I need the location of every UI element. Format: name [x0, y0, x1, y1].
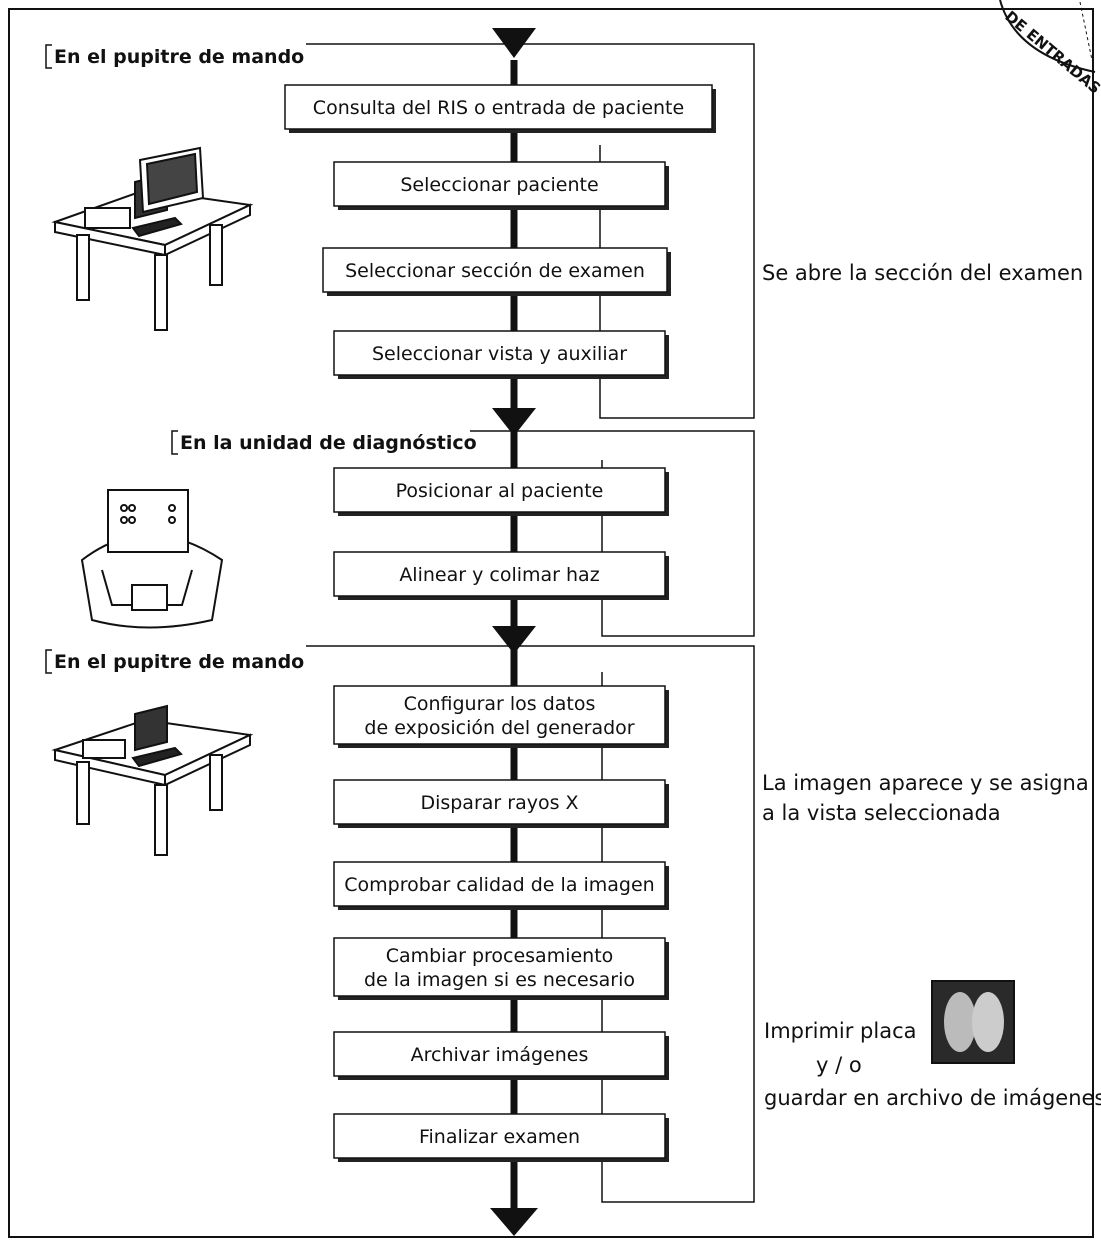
- step-box-frame: [333, 161, 666, 207]
- step-box-frame: [322, 247, 668, 293]
- step-label: Comprobar calidad de la imagen: [344, 874, 654, 896]
- step-box-frame: [333, 330, 666, 376]
- section-label-2: En la unidad de diagnóstico: [171, 430, 477, 455]
- note-print-plate: Imprimir placa: [764, 1019, 917, 1043]
- control-desk-icon: [51, 146, 254, 331]
- step-label: Seleccionar sección de examen: [345, 260, 645, 282]
- step-box-frame: [333, 779, 666, 825]
- step-box-frame: [333, 551, 666, 597]
- control-desk-icon: [51, 704, 254, 856]
- stamp-text: DE ENTRADAS: [1001, 7, 1101, 97]
- step-label: Posicionar al paciente: [396, 480, 604, 502]
- step-box-frame: [333, 861, 666, 907]
- section-frame-1: [306, 43, 755, 419]
- step-box: Comprobar calidad de la imagen: [333, 861, 669, 910]
- step-box: Seleccionar paciente: [333, 161, 669, 210]
- step-box: Seleccionar vista y auxiliar: [333, 330, 669, 379]
- step-label: Finalizar examen: [419, 1126, 580, 1148]
- step-box-frame: [333, 1031, 666, 1077]
- step-box: Finalizar examen: [333, 1113, 669, 1162]
- note-image-appears-2: a la vista seleccionada: [762, 801, 1001, 825]
- step-box-frame: [333, 685, 666, 745]
- step-box: Seleccionar sección de examen: [322, 247, 671, 296]
- step-box: Archivar imágenes: [333, 1031, 669, 1080]
- step-label: Cambiar procesamiento: [386, 945, 614, 967]
- arrow-down-icon: [492, 28, 536, 58]
- diagnostic-unit-icon: [80, 489, 224, 629]
- step-label: Alinear y colimar haz: [399, 564, 599, 586]
- section-frame-3: [306, 645, 755, 1203]
- step-box: Posicionar al paciente: [333, 467, 669, 516]
- stamp: DE ENTRADAS: [999, 0, 1101, 98]
- note-image-appears-1: La imagen aparece y se asigna: [762, 771, 1089, 795]
- step-label: Configurar los datos: [404, 693, 596, 715]
- steps-layer: Consulta del RIS o entrada de pacienteSe…: [284, 84, 716, 1162]
- step-box: Disparar rayos X: [333, 779, 669, 828]
- step-label: de la imagen si es necesario: [364, 969, 635, 991]
- step-box: Consulta del RIS o entrada de paciente: [284, 84, 716, 133]
- step-box-frame: [333, 467, 666, 513]
- step-label: Consulta del RIS o entrada de paciente: [313, 97, 684, 119]
- step-box-frame: [284, 84, 713, 130]
- step-label: de exposición del generador: [364, 717, 634, 739]
- outer-frame: [8, 8, 1094, 1238]
- section-label-text: En el pupitre de mando: [54, 651, 304, 673]
- section-label-text: En la unidad de diagnóstico: [180, 432, 477, 454]
- xray-film-icon: [931, 980, 1015, 1064]
- step-label: Seleccionar vista y auxiliar: [372, 343, 627, 365]
- note-and-or: y / o: [816, 1053, 862, 1077]
- arrow-down-icon: [492, 626, 536, 654]
- section-label-1: En el pupitre de mando: [45, 44, 304, 69]
- step-label: Archivar imágenes: [411, 1044, 589, 1066]
- section-label-text: En el pupitre de mando: [54, 46, 304, 68]
- step-label: Seleccionar paciente: [400, 174, 598, 196]
- step-box-frame: [333, 937, 666, 997]
- note-save-archive: guardar en archivo de imágenes: [764, 1086, 1101, 1110]
- step-box: Alinear y colimar haz: [333, 551, 669, 600]
- note-exam-section: Se abre la sección del examen: [762, 261, 1084, 285]
- step-label: Disparar rayos X: [420, 792, 578, 814]
- arrow-down-icon: [490, 1208, 538, 1236]
- arrow-down-icon: [492, 408, 536, 436]
- step-box-frame: [333, 1113, 666, 1159]
- section-label-3: En el pupitre de mando: [45, 649, 304, 674]
